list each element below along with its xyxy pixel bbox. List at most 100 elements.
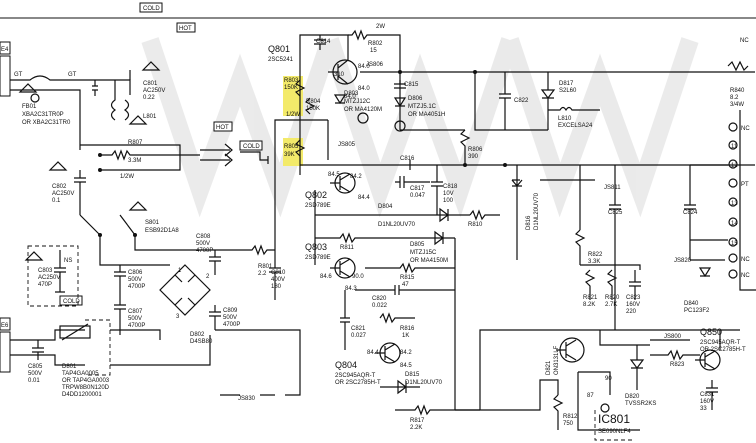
svg-text:D805: D805 [410, 242, 425, 248]
svg-text:R815: R815 [400, 275, 415, 281]
svg-text:150K: 150K [284, 85, 298, 91]
switch-s801: S801 ESB92D1A8 [79, 214, 179, 237]
svg-text:4700P: 4700P [128, 323, 145, 329]
svg-text:R805: R805 [284, 144, 299, 150]
svg-text:1/2W: 1/2W [120, 174, 134, 180]
svg-text:C805: C805 [28, 364, 43, 370]
svg-text:39K: 39K [284, 152, 295, 158]
svg-text:100: 100 [443, 198, 454, 204]
svg-text:R801: R801 [258, 264, 273, 270]
capacitor-c803: C803 AC250V 470P NS [27, 245, 79, 307]
wire [400, 72, 548, 131]
svg-text:OR 2SC2785H-T: OR 2SC2785H-T [700, 347, 746, 353]
capacitor-c825: C825 [608, 165, 623, 330]
svg-text:500V: 500V [128, 277, 142, 283]
svg-text:Q850: Q850 [700, 327, 722, 337]
svg-text:MTZJ15C: MTZJ15C [410, 250, 437, 256]
svg-text:EXCELSA24: EXCELSA24 [558, 123, 593, 129]
svg-text:R803: R803 [284, 78, 299, 84]
svg-text:C809: C809 [223, 308, 238, 314]
svg-text:500V: 500V [28, 371, 42, 377]
diode-d820: D820 TVSSR2KS [625, 345, 656, 407]
svg-text:D821: D821 [546, 360, 552, 375]
svg-text:500V: 500V [223, 315, 237, 321]
svg-text:D820: D820 [625, 394, 640, 400]
wire [80, 144, 181, 171]
warning-icon [128, 201, 148, 211]
svg-text:PT: PT [741, 182, 749, 188]
svg-text:D4DD1200001: D4DD1200001 [62, 392, 102, 398]
svg-text:C823: C823 [626, 295, 641, 301]
svg-text:0.047: 0.047 [410, 193, 426, 199]
ic801-package: 87 90 IC801 SE090NLF4 [577, 371, 640, 435]
svg-text:D801: D801 [62, 364, 77, 370]
svg-text:84.5: 84.5 [400, 363, 412, 369]
svg-text:1K: 1K [402, 333, 409, 339]
svg-text:R810: R810 [468, 222, 483, 228]
svg-text:MTZJ12C: MTZJ12C [344, 99, 371, 105]
svg-text:2.7K: 2.7K [605, 302, 617, 308]
svg-text:12: 12 [731, 163, 738, 169]
svg-text:84.0: 84.0 [358, 64, 370, 70]
svg-text:ESB92D1A8: ESB92D1A8 [145, 228, 179, 234]
svg-text:8.2: 8.2 [730, 95, 739, 101]
svg-text:1: 1 [178, 268, 182, 274]
svg-text:AC250V: AC250V [143, 88, 165, 94]
resistor-r812: R812 750 [552, 394, 578, 430]
svg-text:33: 33 [700, 406, 707, 412]
svg-text:FB01: FB01 [22, 104, 37, 110]
diode-d816: D816 D1NL20UV70 [511, 165, 540, 260]
transformer-secondary [739, 110, 756, 291]
wire [85, 319, 111, 376]
svg-text:0.1: 0.1 [52, 198, 61, 204]
svg-text:C818: C818 [443, 184, 458, 190]
jumper-js811: JS811 [540, 179, 621, 191]
svg-text:390: 390 [468, 154, 479, 160]
svg-text:2: 2 [206, 274, 210, 280]
coil-icon [357, 112, 369, 124]
svg-text:C808: C808 [196, 234, 211, 240]
warning-icon [18, 83, 38, 93]
svg-text:OR MA4051H: OR MA4051H [408, 112, 445, 118]
svg-text:0.22: 0.22 [143, 95, 155, 101]
wire [455, 379, 559, 411]
svg-text:OR XBA2C31TR0: OR XBA2C31TR0 [22, 120, 71, 126]
jumper-js800: JS800 [650, 334, 690, 341]
svg-text:C802: C802 [52, 184, 67, 190]
svg-text:8.2K: 8.2K [583, 302, 595, 308]
svg-text:D815: D815 [405, 372, 420, 378]
tag-cold-top: COLD [139, 2, 163, 13]
svg-text:0.022: 0.022 [372, 303, 388, 309]
svg-text:E4: E4 [1, 47, 9, 53]
capacitor-c820: C820 0.022 [355, 285, 455, 309]
resistor-r817: R817 2.2K [395, 404, 480, 431]
svg-text:D4SB80: D4SB80 [190, 339, 213, 345]
svg-text:Q804: Q804 [335, 360, 357, 370]
svg-text:C824: C824 [683, 210, 698, 216]
svg-text:3: 3 [176, 314, 180, 320]
svg-text:JS805: JS805 [338, 142, 356, 148]
svg-text:2SC5241: 2SC5241 [268, 57, 294, 63]
svg-text:90: 90 [605, 376, 612, 382]
svg-text:C807: C807 [128, 309, 143, 315]
svg-text:C801: C801 [143, 81, 158, 87]
svg-text:XBA2C31TR0P: XBA2C31TR0P [22, 112, 64, 118]
svg-text:84.0: 84.0 [344, 94, 356, 100]
svg-text:JS820: JS820 [674, 258, 692, 264]
svg-text:C810: C810 [271, 270, 286, 276]
svg-text:90.0: 90.0 [352, 274, 364, 280]
svg-text:NC: NC [741, 126, 750, 132]
svg-text:C817: C817 [410, 186, 425, 192]
svg-text:Q802: Q802 [305, 190, 327, 200]
capacitor-c807: C807 500V 4700P [114, 290, 145, 335]
svg-text:R822: R822 [588, 252, 603, 258]
capacitor-c814: C814 [314, 35, 331, 50]
svg-text:NC: NC [740, 38, 749, 44]
svg-text:C825: C825 [608, 210, 623, 216]
svg-text:D803: D803 [344, 91, 359, 97]
svg-text:180: 180 [271, 284, 282, 290]
diode-d804: D804 D1NL20UV70 [315, 204, 470, 228]
svg-text:S801: S801 [145, 220, 160, 226]
svg-text:84.2: 84.2 [350, 174, 362, 180]
resistor-r822: R822 3.3K [574, 229, 603, 265]
